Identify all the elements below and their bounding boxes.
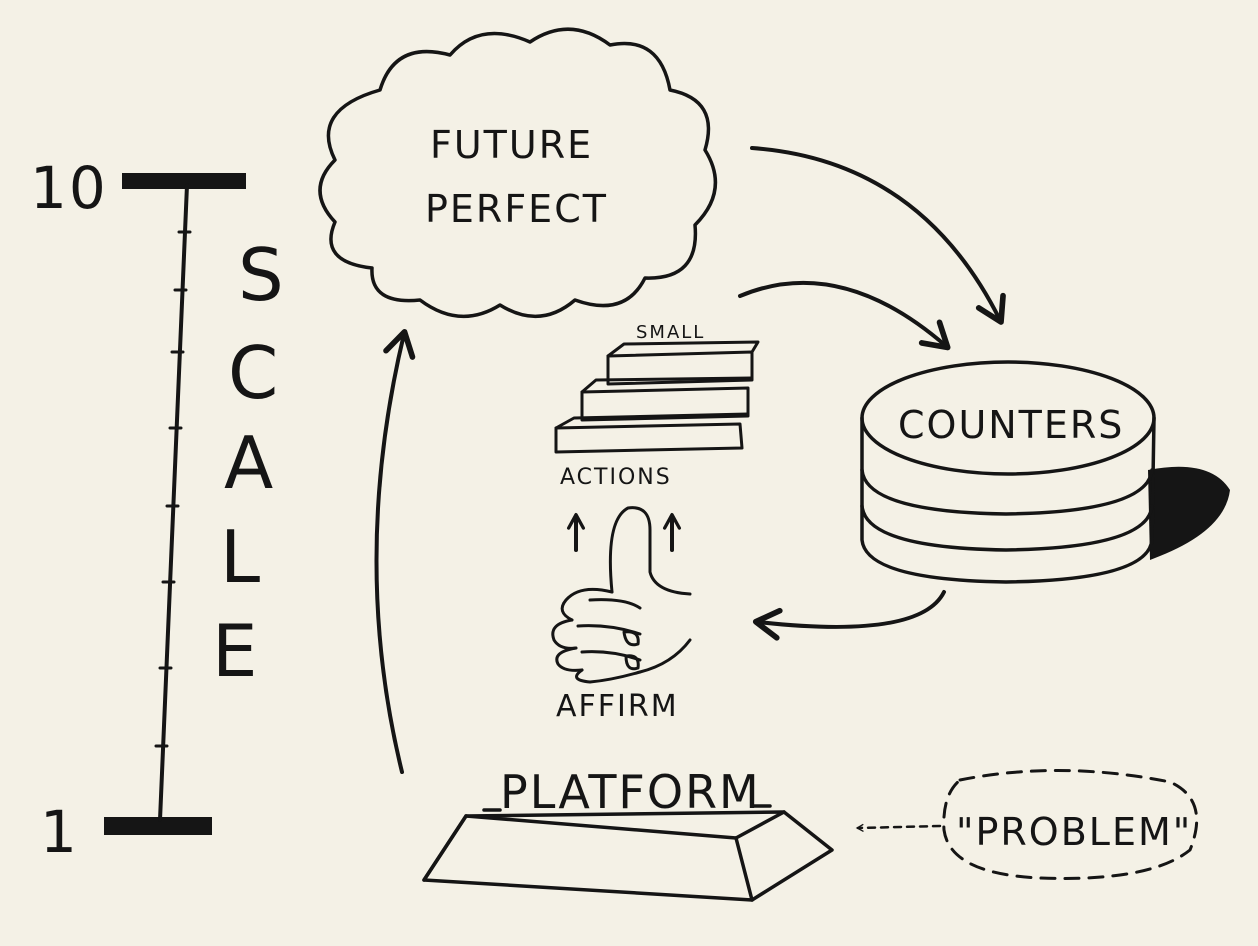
future-perfect-label-line2: PERFECT <box>425 187 608 231</box>
cloud-outline <box>318 27 718 318</box>
scale-letter-s: S <box>238 233 286 317</box>
scale-bottom-label: 1 <box>40 798 79 866</box>
platform-to-future-arrow <box>374 328 416 774</box>
scale-letter-c: C <box>228 331 280 415</box>
future-perfect-cloud: FUTURE PERFECT <box>318 27 718 318</box>
scale-top-bar <box>122 173 246 189</box>
problem-bubble: "PROBLEM" <box>942 768 1199 880</box>
scale: 10 1 S C A L E <box>30 154 286 866</box>
problem-label: "PROBLEM" <box>956 810 1192 854</box>
small-actions-stairs <box>554 340 760 454</box>
counters-ring-1 <box>860 468 1154 516</box>
counters-label: COUNTERS <box>898 403 1124 447</box>
counters-shadow <box>1148 466 1230 560</box>
problem-to-platform-arrow <box>855 823 942 833</box>
platform-block <box>422 804 834 902</box>
scale-top-label: 10 <box>30 154 108 222</box>
future-perfect-label-line1: FUTURE <box>430 123 593 167</box>
small-label: SMALL <box>636 322 705 343</box>
thumbs-up-icon <box>551 506 692 684</box>
affirm-label: AFFIRM <box>556 689 679 724</box>
scale-axis-line <box>158 183 189 822</box>
scale-bottom-bar <box>104 817 212 835</box>
scale-ticks <box>154 230 192 748</box>
platform-label: PLATFORM <box>500 765 761 819</box>
scale-letter-a: A <box>224 421 275 505</box>
counters-ring-2 <box>860 504 1154 552</box>
scale-letter-e: E <box>212 609 260 693</box>
future-to-counters-arrow <box>750 146 1006 325</box>
counters-top <box>860 360 1156 476</box>
actions-to-counters-arrow <box>738 280 951 351</box>
scale-letter-l: L <box>220 515 262 599</box>
actions-label: ACTIONS <box>560 465 672 490</box>
scale-word: S C A L E <box>212 233 286 693</box>
counters-stack: COUNTERS <box>860 360 1230 584</box>
counters-body <box>860 416 1156 584</box>
counters-to-affirm-arrow <box>752 590 946 641</box>
problem-outline <box>942 768 1199 880</box>
